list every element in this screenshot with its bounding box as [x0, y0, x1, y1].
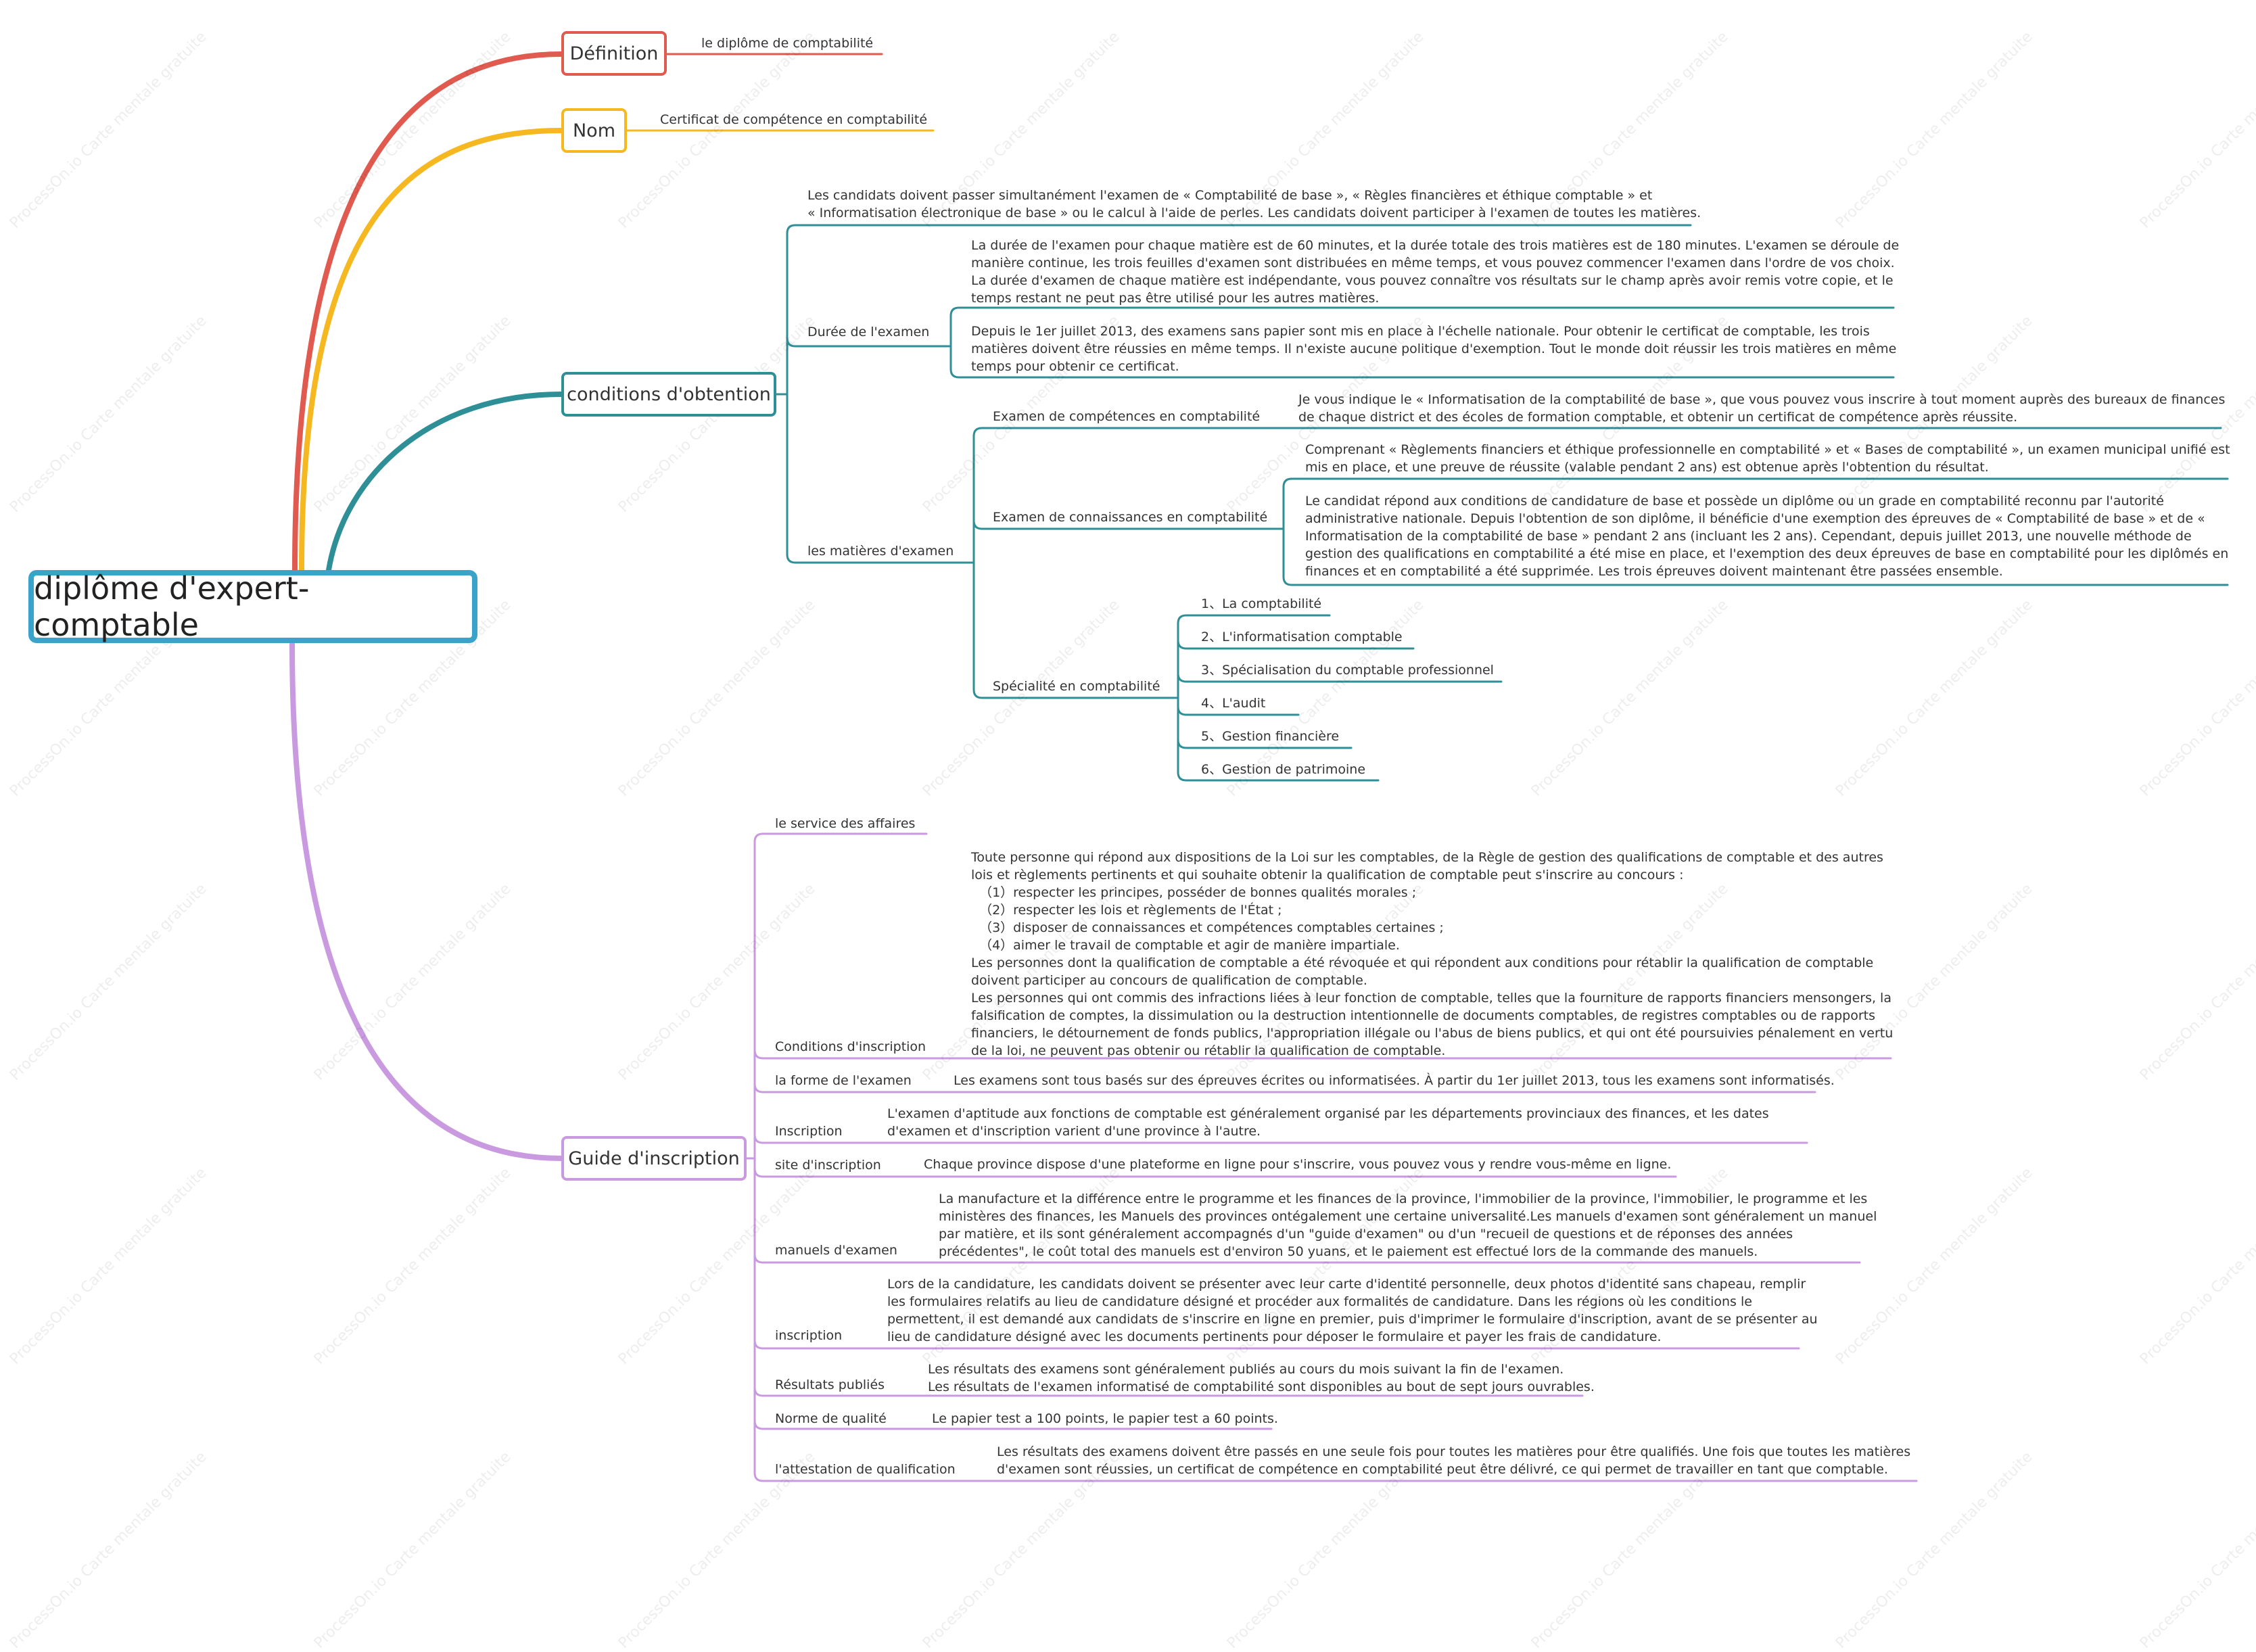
node-resultats[interactable]: Résultats publiés [775, 1377, 885, 1392]
nom-value: Certificat de compétence en comptabilité [660, 112, 928, 127]
branch-guide [289, 640, 564, 1161]
mind-map-connectors [289, 51, 2229, 1482]
specialite-item[interactable]: 1、La comptabilité [1201, 596, 1322, 611]
node-forme[interactable]: la forme de l'examen [775, 1073, 912, 1088]
node-inscription-2[interactable]: inscription [775, 1328, 843, 1343]
conditions-intro: Les candidats doivent passer simultanéme… [807, 188, 1701, 220]
definition-value: le diplôme de comptabilité [701, 36, 874, 51]
node-definition[interactable]: Définition [561, 31, 667, 76]
site-text: Chaque province dispose d'une plateforme… [924, 1157, 1672, 1172]
node-inscription-1[interactable]: Inscription [775, 1124, 843, 1139]
node-specialite[interactable]: Spécialité en comptabilité [993, 679, 1160, 694]
specialite-item[interactable]: 5、Gestion financière [1201, 729, 1340, 744]
node-matieres[interactable]: les matières d'examen [807, 544, 954, 559]
node-norme[interactable]: Norme de qualité [775, 1411, 887, 1426]
duree-text-2: Depuis le 1er juillet 2013, des examens … [971, 324, 1897, 374]
node-conditions[interactable]: conditions d'obtention [561, 372, 776, 417]
resultats-text: Les résultats des examens sont généralem… [928, 1362, 1595, 1394]
connaissances-text-1: Comprenant « Règlements financiers et ét… [1305, 442, 2230, 475]
branch-nom [299, 128, 564, 573]
duree-text-1: La durée de l'examen pour chaque matière… [971, 238, 1900, 306]
node-attestation[interactable]: l'attestation de qualification [775, 1462, 956, 1477]
node-service[interactable]: le service des affaires [775, 816, 916, 831]
norme-text: Le papier test a 100 points, le papier t… [932, 1411, 1278, 1426]
conditions-inscription-text: Toute personne qui répond aux dispositio… [971, 850, 1894, 1057]
attestation-text: Les résultats des examens doivent être p… [997, 1444, 1911, 1477]
node-duree[interactable]: Durée de l'examen [807, 325, 930, 339]
node-site[interactable]: site d'inscription [775, 1158, 881, 1173]
node-conditions-inscription[interactable]: Conditions d'inscription [775, 1039, 926, 1054]
node-manuels[interactable]: manuels d'examen [775, 1243, 897, 1258]
connaissances-text-2: Le candidat répond aux conditions de can… [1305, 494, 2229, 579]
inscription-2-text: Lors de la candidature, les candidats do… [887, 1277, 1818, 1344]
manuels-text: La manufacture et la différence entre le… [939, 1191, 1877, 1259]
branch-definition [292, 51, 564, 573]
node-connaissances[interactable]: Examen de connaissances en comptabilité [993, 510, 1268, 525]
inscription-1-text: L'examen d'aptitude aux fonctions de com… [887, 1106, 1769, 1139]
forme-text: Les examens sont tous basés sur des épre… [954, 1073, 1835, 1088]
node-guide[interactable]: Guide d'inscription [561, 1136, 747, 1181]
branch-conditions [326, 392, 564, 573]
root-node[interactable]: diplôme d'expert-comptable [28, 570, 477, 643]
specialite-item[interactable]: 6、Gestion de patrimoine [1201, 762, 1366, 777]
node-nom[interactable]: Nom [561, 108, 627, 153]
node-competences[interactable]: Examen de compétences en comptabilité [993, 409, 1261, 424]
specialite-item[interactable]: 3、Spécialisation du comptable profession… [1201, 663, 1494, 678]
specialite-item[interactable]: 4、L'audit [1201, 696, 1266, 711]
specialite-item[interactable]: 2、L'informatisation comptable [1201, 630, 1403, 644]
competences-text: Je vous indique le « Informatisation de … [1298, 392, 2226, 425]
